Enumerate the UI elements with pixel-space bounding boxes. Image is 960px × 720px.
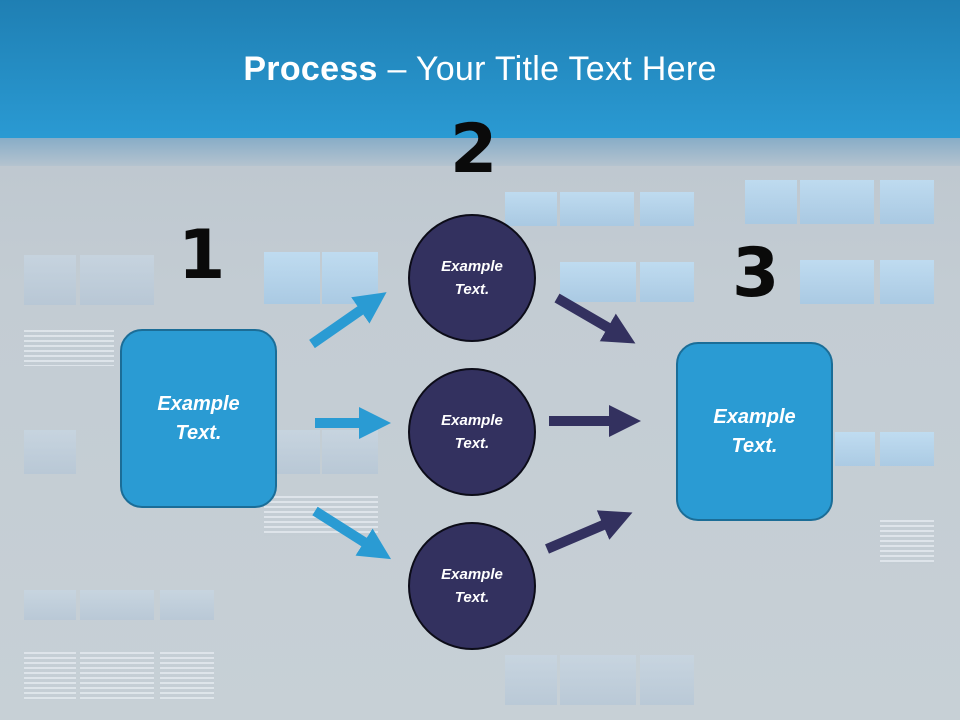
- circle-middle-text: Example Text.: [441, 412, 503, 452]
- title-bold: Process: [243, 50, 378, 88]
- step-number-2: 2: [450, 110, 498, 189]
- step-number-3: 3: [732, 234, 780, 313]
- step-2-circle-top: Example Text.: [408, 214, 536, 342]
- circle-top-text: Example Text.: [441, 258, 503, 298]
- step-3-text: Example Text.: [713, 405, 796, 457]
- step-3-box: Example Text.: [676, 342, 833, 521]
- slide-title: Process – Your Title Text Here: [0, 50, 960, 89]
- arrow-from-bottom: [545, 510, 633, 554]
- circle-bottom-text: Example Text.: [441, 566, 503, 606]
- step-1-box: Example Text.: [120, 329, 277, 508]
- step-2-circle-middle: Example Text.: [408, 368, 536, 496]
- title-rest: – Your Title Text Here: [377, 50, 717, 88]
- arrow-to-bottom: [312, 506, 392, 560]
- step-number-1: 1: [178, 216, 226, 295]
- step-1-text: Example Text.: [157, 392, 240, 444]
- title-bar-band: [0, 138, 960, 166]
- arrow-from-top: [554, 293, 636, 344]
- title-bar: [0, 0, 960, 138]
- step-2-circle-bottom: Example Text.: [408, 522, 536, 650]
- arrow-to-top: [309, 292, 387, 349]
